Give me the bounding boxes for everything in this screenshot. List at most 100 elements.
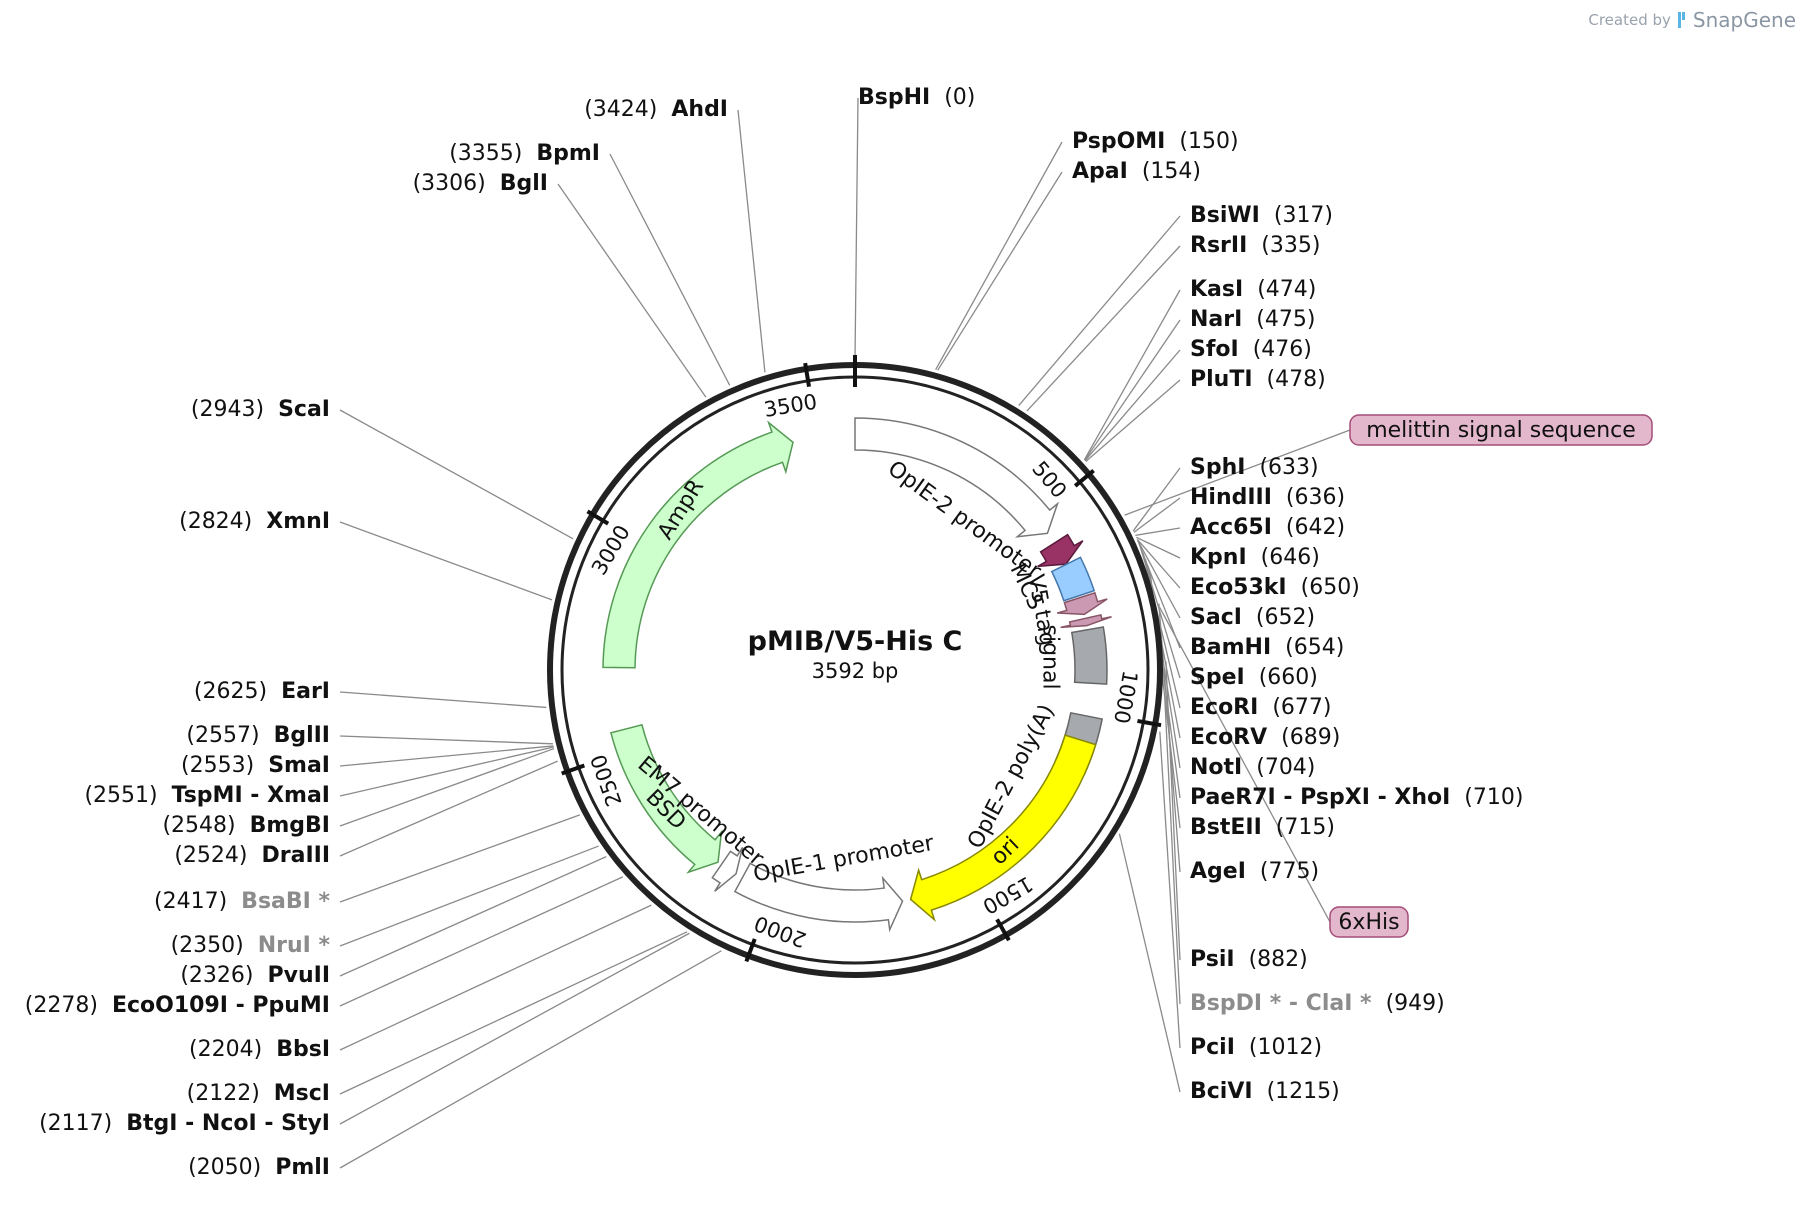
site-label: EcoRV(689) — [1190, 725, 1340, 750]
site-leader-line — [1137, 539, 1181, 619]
site-label: BciVI(1215) — [1190, 1079, 1340, 1104]
site-label: SphI (633) — [1190, 455, 1319, 480]
boxed-label-melittin: melittin signal sequence — [1366, 418, 1636, 443]
site-name: BglII — [274, 723, 330, 748]
site-label: BamHI(654) — [1190, 635, 1344, 660]
tick-mark — [744, 938, 757, 963]
site-label: (2943)ScaI — [191, 397, 330, 422]
feature-ori — [909, 734, 1097, 922]
site-label: (2350)NruI * — [171, 933, 331, 958]
tick-label: 1000 — [1109, 669, 1142, 726]
site-name: TspMI - XmaI — [172, 783, 330, 808]
site-position: (689) — [1281, 725, 1340, 750]
feature-em7-promoter — [711, 846, 744, 892]
site-position: (475) — [1256, 307, 1315, 332]
site-label: (2050) PmlI — [188, 1155, 330, 1180]
feature-opie-1-promoter — [733, 862, 904, 933]
site-label: (2553)SmaI — [181, 753, 330, 778]
site-position: (2050) — [188, 1155, 261, 1180]
site-label: PciI(1012) — [1190, 1035, 1322, 1060]
site-name: SphI — [1190, 455, 1245, 480]
site-leader-line — [1133, 497, 1181, 533]
site-position: (646) — [1261, 545, 1320, 570]
site-position: (882) — [1249, 947, 1308, 972]
site-position: (2551) — [84, 783, 157, 808]
site-name: Acc65I — [1190, 515, 1272, 540]
site-position: (2553) — [181, 753, 254, 778]
feature-mcs — [1050, 556, 1096, 602]
site-label: (2625)EarI — [194, 679, 330, 704]
site-position: (2122) — [187, 1081, 260, 1106]
site-name: RsrII — [1190, 233, 1247, 258]
site-name: PvuII — [268, 963, 331, 988]
site-label: (3424)AhdI — [584, 97, 728, 122]
feature-label-opie1_promoter: OpIE-1 promoter — [751, 831, 936, 888]
site-leader-line — [1085, 379, 1181, 463]
site-position: (633) — [1259, 455, 1318, 480]
site-position: (710) — [1464, 785, 1523, 810]
site-name: BstEII — [1190, 815, 1262, 840]
site-leader-line — [339, 845, 599, 947]
site-position: (3306) — [413, 171, 486, 196]
site-label: HindIII(636) — [1190, 485, 1345, 510]
site-name: AgeI — [1190, 859, 1246, 884]
site-position: (317) — [1274, 203, 1333, 228]
site-leader-line — [609, 153, 731, 386]
site-name: EarI — [281, 679, 330, 704]
site-position: (677) — [1272, 695, 1331, 720]
site-position: (2117) — [39, 1111, 112, 1136]
site-name: BmgBI — [250, 813, 330, 838]
site-label: PspOMI(150) — [1072, 129, 1239, 154]
site-name: NarI — [1190, 307, 1242, 332]
site-leader-line — [339, 735, 553, 745]
site-name: PmlI — [275, 1155, 330, 1180]
site-label: BspDI * - ClaI *(949) — [1190, 991, 1445, 1016]
site-position: (154) — [1142, 159, 1201, 184]
site-position: (0) — [944, 85, 975, 110]
feature-label-box — [1329, 906, 1409, 938]
site-position: (2524) — [174, 843, 247, 868]
plasmid-name: pMIB/V5-His C — [748, 626, 963, 657]
site-name: KasI — [1190, 277, 1243, 302]
site-name: SfoI — [1190, 337, 1239, 362]
site-leader-line — [1118, 833, 1181, 1093]
site-label: Acc65I (642) — [1190, 515, 1345, 540]
site-label: BsiWI (317) — [1190, 203, 1333, 228]
site-position: (2204) — [189, 1037, 262, 1062]
site-position: (2548) — [162, 813, 235, 838]
site-leader-line — [339, 745, 554, 767]
site-position: (642) — [1286, 515, 1345, 540]
site-position: (476) — [1253, 337, 1312, 362]
site-name: SacI — [1190, 605, 1242, 630]
tick-mark — [995, 918, 1011, 942]
site-name: Eco53kI — [1190, 575, 1287, 600]
feature-arrows — [602, 417, 1112, 933]
site-position: (3355) — [449, 141, 522, 166]
site-leader-line — [339, 876, 624, 1007]
site-name: NotI — [1190, 755, 1242, 780]
site-leader-line — [1018, 215, 1181, 407]
site-name: BspHI — [858, 85, 930, 110]
site-position: (2824) — [179, 509, 252, 534]
site-label: (2524)DraIII — [174, 843, 330, 868]
site-leader-line — [339, 814, 581, 903]
site-label: KasI(474) — [1190, 277, 1316, 302]
site-label: PluTI(478) — [1190, 367, 1326, 392]
site-name: EcoRI — [1190, 695, 1258, 720]
site-leader-line — [339, 760, 558, 857]
site-name: AhdI — [671, 97, 728, 122]
tick-mark — [803, 362, 811, 388]
plasmid-center-label: pMIB/V5-His C 3592 bp — [748, 626, 963, 683]
site-name: ScaI — [278, 397, 330, 422]
site-leader-line — [339, 691, 547, 709]
site-position: (652) — [1256, 605, 1315, 630]
site-name: MscI — [274, 1081, 330, 1106]
feature-label-box — [1349, 414, 1653, 446]
site-leader-line — [339, 521, 553, 601]
site-leader-line — [339, 747, 555, 827]
site-name: BglI — [500, 171, 548, 196]
site-name: BsiWI — [1190, 203, 1260, 228]
site-label: (2278)EcoO109I - PpuMI — [25, 993, 330, 1018]
site-leader-line — [1164, 697, 1181, 1005]
